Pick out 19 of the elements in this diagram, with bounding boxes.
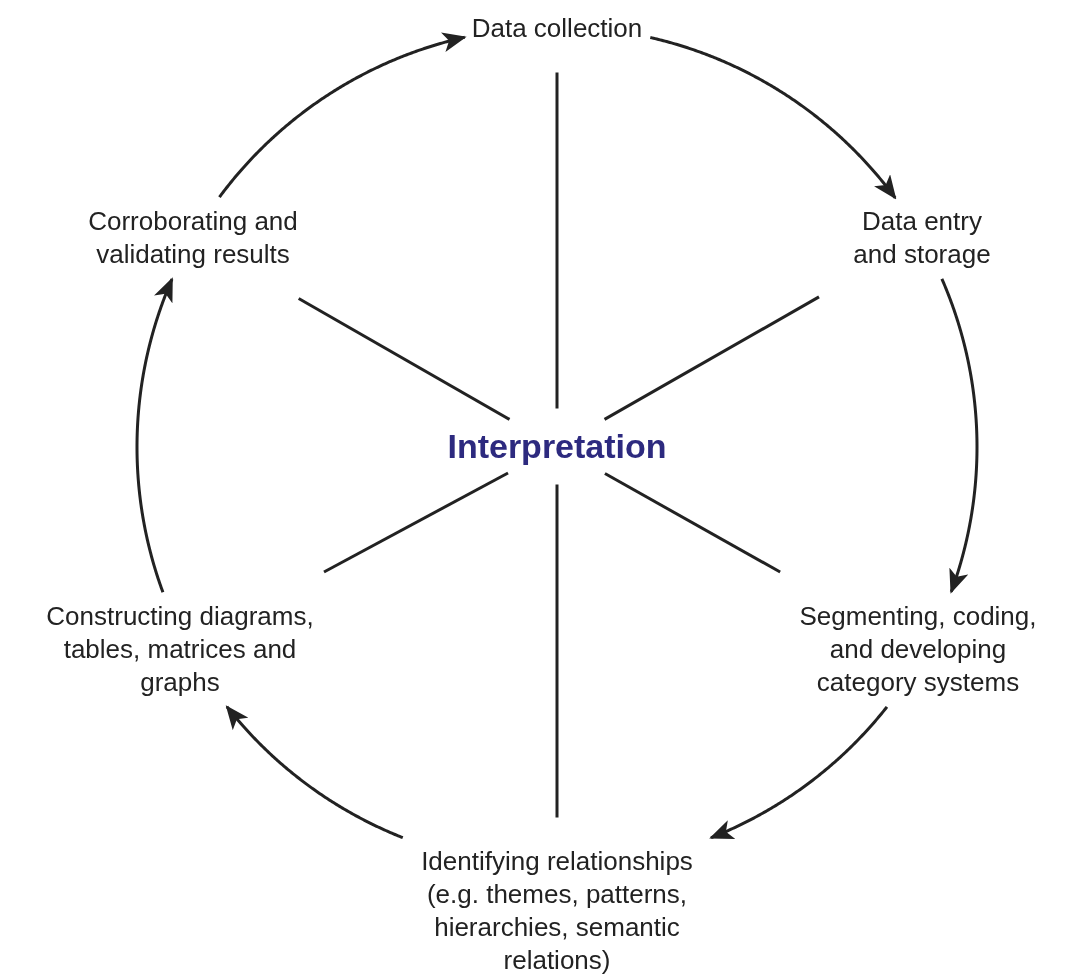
spoke-line <box>297 297 511 421</box>
spoke-line <box>555 72 559 409</box>
spoke-line <box>604 472 781 574</box>
stage-label: Data collection <box>471 12 643 45</box>
cycle-arrow <box>135 277 174 593</box>
stage-label: Segmenting, coding, and developing category systems <box>785 600 1051 700</box>
cycle-arrow <box>649 36 897 200</box>
stage-label: Corroborating and validating results <box>58 205 328 272</box>
stage-label: Data entry and storage <box>847 205 997 272</box>
stage-label: Constructing diagrams, tables, matrices and graphs <box>42 600 318 700</box>
cycle-arrow <box>218 32 467 199</box>
cycle-arrow <box>940 278 979 594</box>
spoke-line <box>323 471 509 574</box>
stage-label: Identifying relationships (e.g. themes, patterns, hierarchies, semantic relations) <box>407 845 707 978</box>
spoke-line <box>555 484 559 818</box>
center-label: Interpretation <box>447 425 667 469</box>
spoke-line <box>603 295 820 421</box>
cycle-arrow <box>225 705 404 840</box>
cycle-arrow <box>709 705 889 840</box>
